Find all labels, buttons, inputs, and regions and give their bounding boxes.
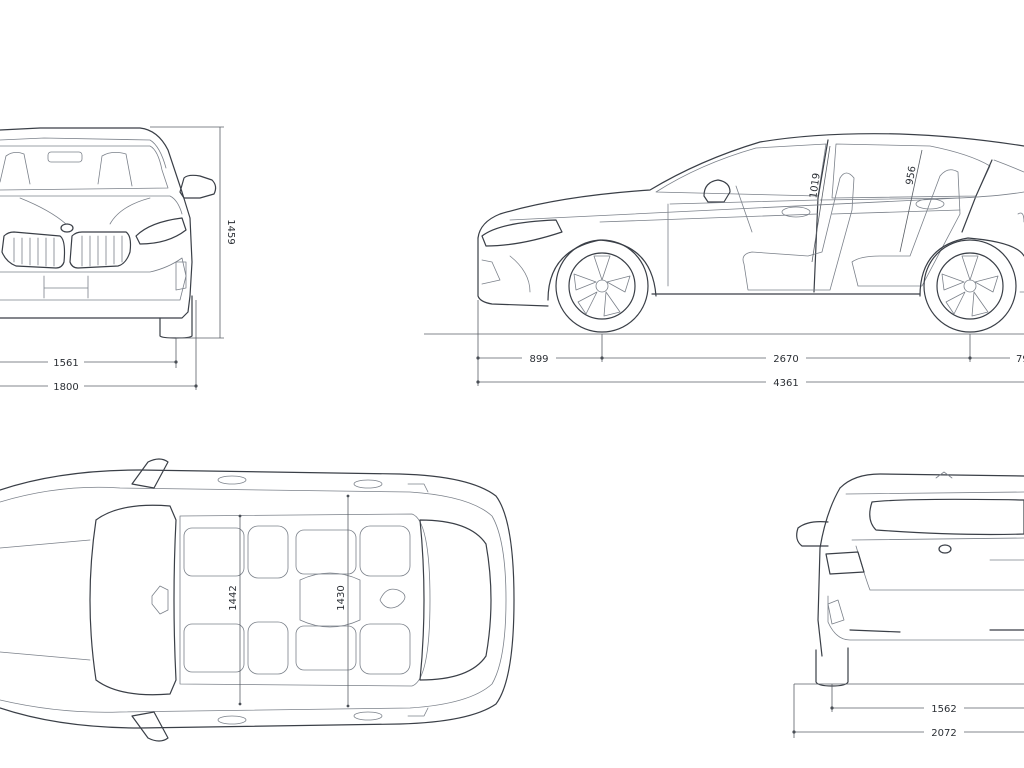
dim-shoulder-rear: 1430 [336,585,347,610]
dim-length: 4361 [773,378,798,389]
dim-wheelbase: 2670 [773,354,798,365]
top-view: 1442 1430 [0,458,515,742]
dim-front-width: 1800 [53,382,78,393]
rear-view: 1562 2072 [792,471,1024,739]
dim-rear-width: 2072 [931,728,956,739]
dim-front-overhang: 899 [529,354,548,365]
dim-rear-track: 1562 [931,704,956,715]
dim-front-height: 1459 [225,219,236,244]
dim-headroom-front: 1019 [808,172,822,199]
dim-rear-overhang: 79 [1016,354,1024,365]
side-view: 1019 956 [424,133,1024,389]
dim-front-track: 1561 [53,358,78,369]
dim-shoulder-front: 1442 [228,585,239,610]
dim-headroom-rear: 956 [904,165,918,186]
front-view: 1459 1561 1800 [0,126,236,393]
